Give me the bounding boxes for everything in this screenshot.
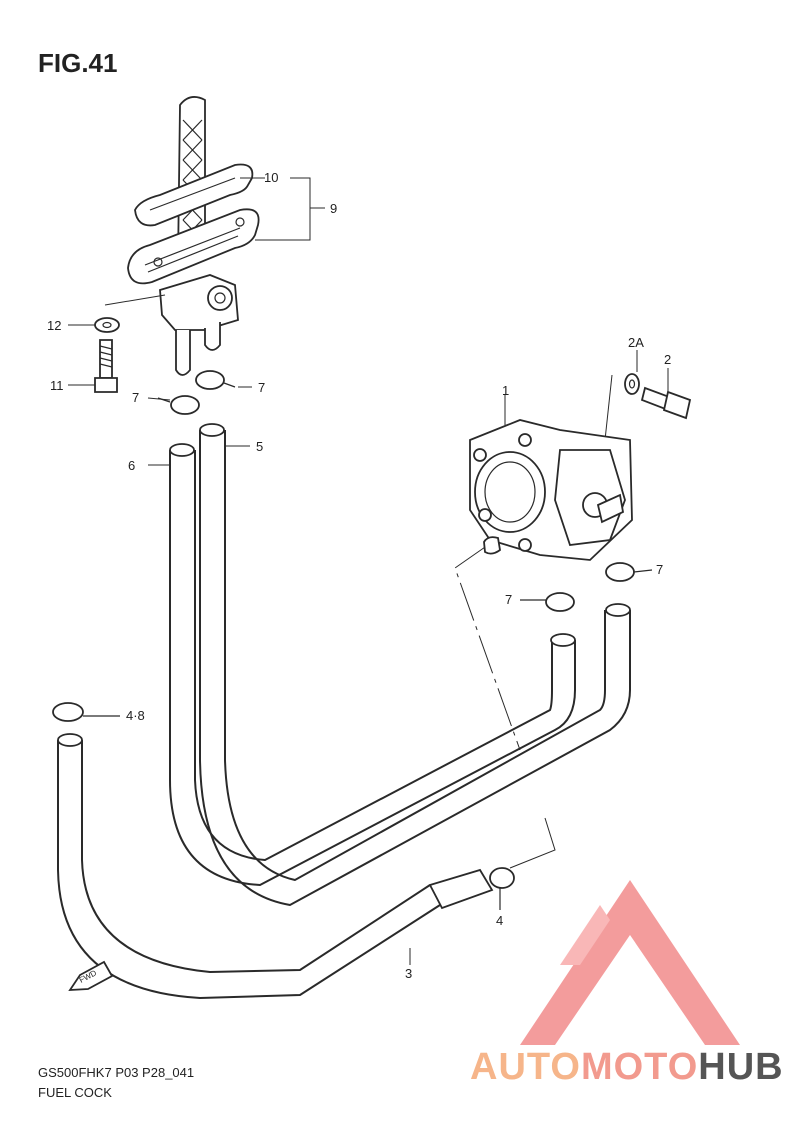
watermark-moto: MOTO bbox=[580, 1046, 699, 1088]
callout-4-8: 4·8 bbox=[126, 708, 145, 723]
callout-7-d: 7 bbox=[505, 592, 513, 607]
callout-2: 2 bbox=[664, 352, 672, 367]
pump-leaders bbox=[454, 374, 613, 869]
watermark-logo bbox=[520, 880, 740, 1045]
callout-7-c: 7 bbox=[656, 562, 664, 577]
watermark-hub: HUB bbox=[698, 1046, 784, 1088]
figure-title: FIG.41 bbox=[38, 48, 118, 78]
callout-4: 4 bbox=[496, 913, 504, 928]
washer-12 bbox=[94, 317, 120, 333]
washer-2a bbox=[624, 350, 640, 395]
callout-2a: 2A bbox=[628, 335, 644, 350]
bolt-2 bbox=[640, 368, 692, 420]
fuel-cock-assembly bbox=[104, 96, 260, 376]
footer-model-code: GS500FHK7 P03 P28_041 bbox=[38, 1065, 195, 1080]
clamp-7-upper-right bbox=[195, 370, 236, 390]
callout-11: 11 bbox=[50, 378, 64, 393]
clamp-7-pump-left bbox=[520, 592, 575, 612]
callout-5: 5 bbox=[256, 439, 264, 454]
callout-9: 9 bbox=[330, 201, 338, 216]
bolt-11 bbox=[94, 339, 118, 393]
callout-6: 6 bbox=[128, 458, 136, 473]
callout-bracket-9-10 bbox=[240, 177, 325, 241]
clamp-4-8 bbox=[52, 702, 120, 722]
clamp-7-pump-right bbox=[605, 562, 653, 582]
hose-3 bbox=[57, 733, 494, 1000]
watermark-auto: AUTO bbox=[470, 1046, 581, 1088]
hose-5 bbox=[199, 423, 631, 907]
callout-10: 10 bbox=[264, 170, 279, 185]
callout-7-a: 7 bbox=[258, 380, 266, 395]
callout-12: 12 bbox=[47, 318, 62, 333]
clamp-7-upper-left bbox=[157, 395, 200, 415]
clamp-4 bbox=[489, 867, 515, 910]
footer-figure-name: FUEL COCK bbox=[38, 1085, 112, 1100]
callout-1: 1 bbox=[502, 383, 510, 398]
fwd-arrow-icon bbox=[68, 960, 114, 991]
callout-leaders bbox=[68, 324, 411, 965]
fuel-pump bbox=[469, 395, 633, 561]
callout-3: 3 bbox=[405, 966, 413, 981]
watermark-text: AUTOMOTOHUB bbox=[470, 1046, 784, 1089]
callout-7-b: 7 bbox=[132, 390, 140, 405]
